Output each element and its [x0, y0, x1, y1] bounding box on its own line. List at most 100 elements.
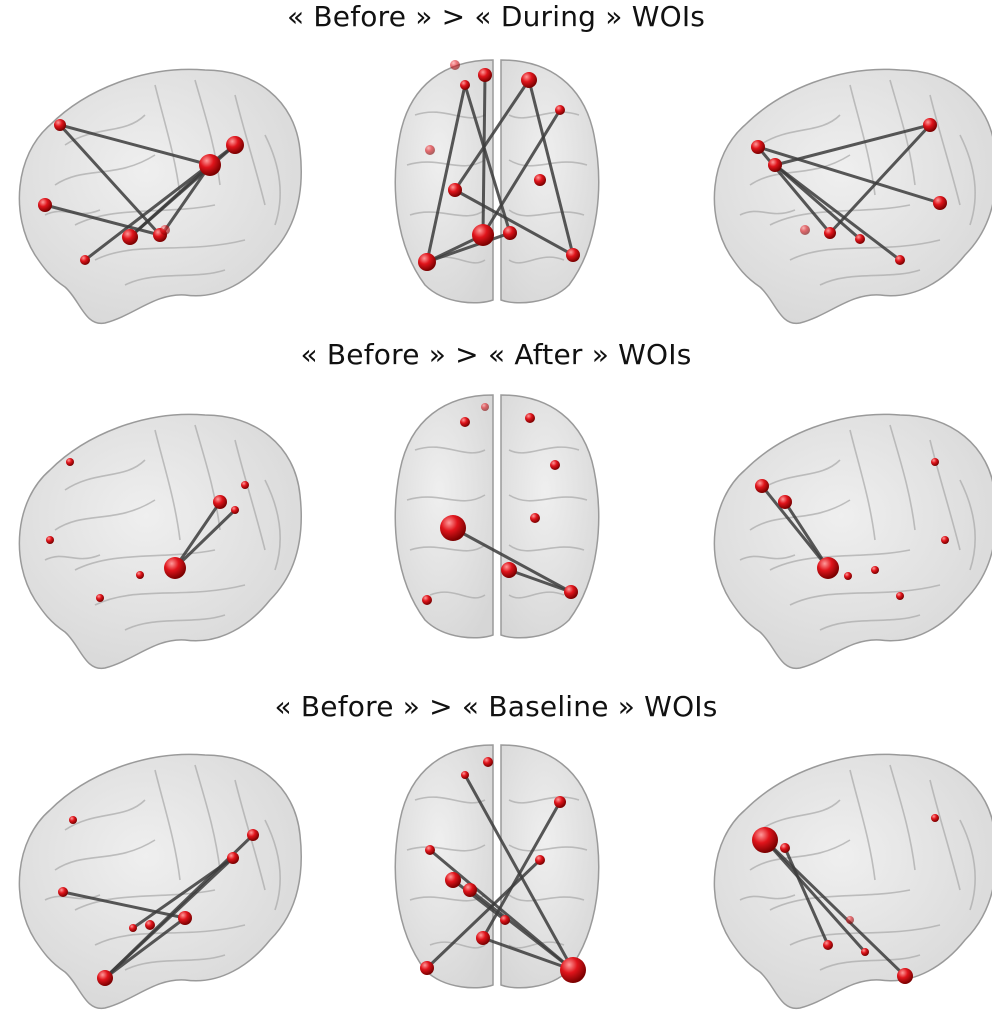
- connection-edge: [828, 123, 932, 235]
- connection-edge: [58, 123, 212, 167]
- connection-edge: [527, 78, 575, 257]
- connection-edge: [428, 848, 575, 972]
- gyrus-line: [194, 424, 221, 531]
- network-node: [422, 595, 432, 605]
- gyrus-line: [94, 584, 246, 606]
- connection-edge: [58, 123, 162, 237]
- network-node: [440, 515, 466, 541]
- network-node: [941, 536, 949, 544]
- network-node: [136, 571, 144, 579]
- network-node: [129, 924, 137, 932]
- brain-hemisphere: [500, 59, 600, 304]
- gyrus-line: [929, 779, 961, 891]
- network-node: [231, 506, 239, 514]
- connection-edge: [481, 108, 562, 237]
- gyrus-line: [769, 889, 911, 911]
- network-node: [97, 970, 113, 986]
- brain-axial-3: [394, 744, 600, 989]
- sulcus-line: [508, 159, 588, 167]
- gyrus-line: [234, 439, 266, 551]
- network-node: [66, 458, 74, 466]
- network-node: [38, 198, 52, 212]
- brain-outline: [713, 68, 992, 324]
- connection-edge: [103, 856, 235, 980]
- network-node: [931, 458, 939, 466]
- sulcus-line: [508, 544, 585, 552]
- connection-edge: [773, 163, 862, 241]
- connection-edge: [425, 858, 542, 970]
- network-node: [461, 771, 469, 779]
- connection-edge: [481, 936, 575, 972]
- gyrus-line: [749, 154, 851, 186]
- sulcus-line: [508, 591, 565, 599]
- network-node: [555, 105, 565, 115]
- sulcus-line: [429, 941, 486, 949]
- sulcus-line: [508, 796, 580, 804]
- connection-edge: [173, 500, 222, 570]
- gyrus-line: [124, 954, 226, 971]
- sulcus-line: [414, 446, 486, 454]
- gyrus-line: [819, 954, 921, 971]
- gyrus-line: [54, 839, 156, 871]
- gyrus-line: [959, 134, 976, 226]
- connection-edge: [481, 800, 562, 940]
- gyrus-line: [154, 429, 181, 541]
- network-node: [478, 68, 492, 82]
- network-node: [530, 513, 540, 523]
- network-node: [933, 196, 947, 210]
- network-node: [213, 495, 227, 509]
- network-node: [861, 948, 869, 956]
- network-node: [483, 757, 493, 767]
- network-node: [846, 916, 854, 924]
- gyrus-line: [64, 459, 146, 491]
- gyrus-line: [849, 429, 876, 541]
- network-node: [817, 557, 839, 579]
- connection-edge: [173, 508, 237, 570]
- gyrus-line: [759, 459, 841, 491]
- network-node: [425, 145, 435, 155]
- network-node: [824, 227, 836, 239]
- gyrus-line: [929, 439, 961, 551]
- gyrus-line: [154, 769, 181, 881]
- brain-outline: [713, 413, 992, 669]
- network-node: [122, 229, 138, 245]
- connection-edge: [783, 500, 830, 570]
- connection-edge: [763, 838, 867, 954]
- network-node: [46, 536, 54, 544]
- network-node: [755, 479, 769, 493]
- gyrus-line: [264, 819, 281, 911]
- connection-edge: [425, 83, 467, 264]
- gyrus-line: [44, 554, 101, 561]
- brain-hemisphere: [394, 394, 494, 639]
- network-node: [145, 920, 155, 930]
- connection-edge: [783, 846, 830, 947]
- network-node: [897, 968, 913, 984]
- connection-edge: [773, 123, 932, 167]
- brain-right-lateral-1: [713, 68, 992, 324]
- gyrus-line: [234, 94, 266, 206]
- gyrus-line: [154, 84, 181, 196]
- network-node: [844, 572, 852, 580]
- network-node: [780, 843, 790, 853]
- network-node: [463, 883, 477, 897]
- panel-title-before-after: « Before » > « After » WOIs: [300, 338, 692, 371]
- network-node: [768, 158, 782, 172]
- connection-edge: [453, 188, 575, 257]
- gyrus-line: [74, 549, 216, 571]
- brain-axial-1: [394, 59, 600, 304]
- panel-title-before-baseline: « Before » > « Baseline » WOIs: [274, 690, 718, 723]
- network-node: [564, 585, 578, 599]
- network-node: [871, 566, 879, 574]
- network-node: [476, 931, 490, 945]
- sulcus-line: [409, 544, 486, 552]
- brain-hemisphere: [500, 394, 600, 639]
- network-node: [54, 119, 66, 131]
- connection-edge: [453, 78, 531, 192]
- sulcus-line: [508, 894, 585, 902]
- network-node: [241, 481, 249, 489]
- gyrus-line: [54, 499, 156, 531]
- sulcus-line: [414, 111, 486, 119]
- network-node: [420, 961, 434, 975]
- network-node: [778, 495, 792, 509]
- gyrus-line: [74, 204, 216, 226]
